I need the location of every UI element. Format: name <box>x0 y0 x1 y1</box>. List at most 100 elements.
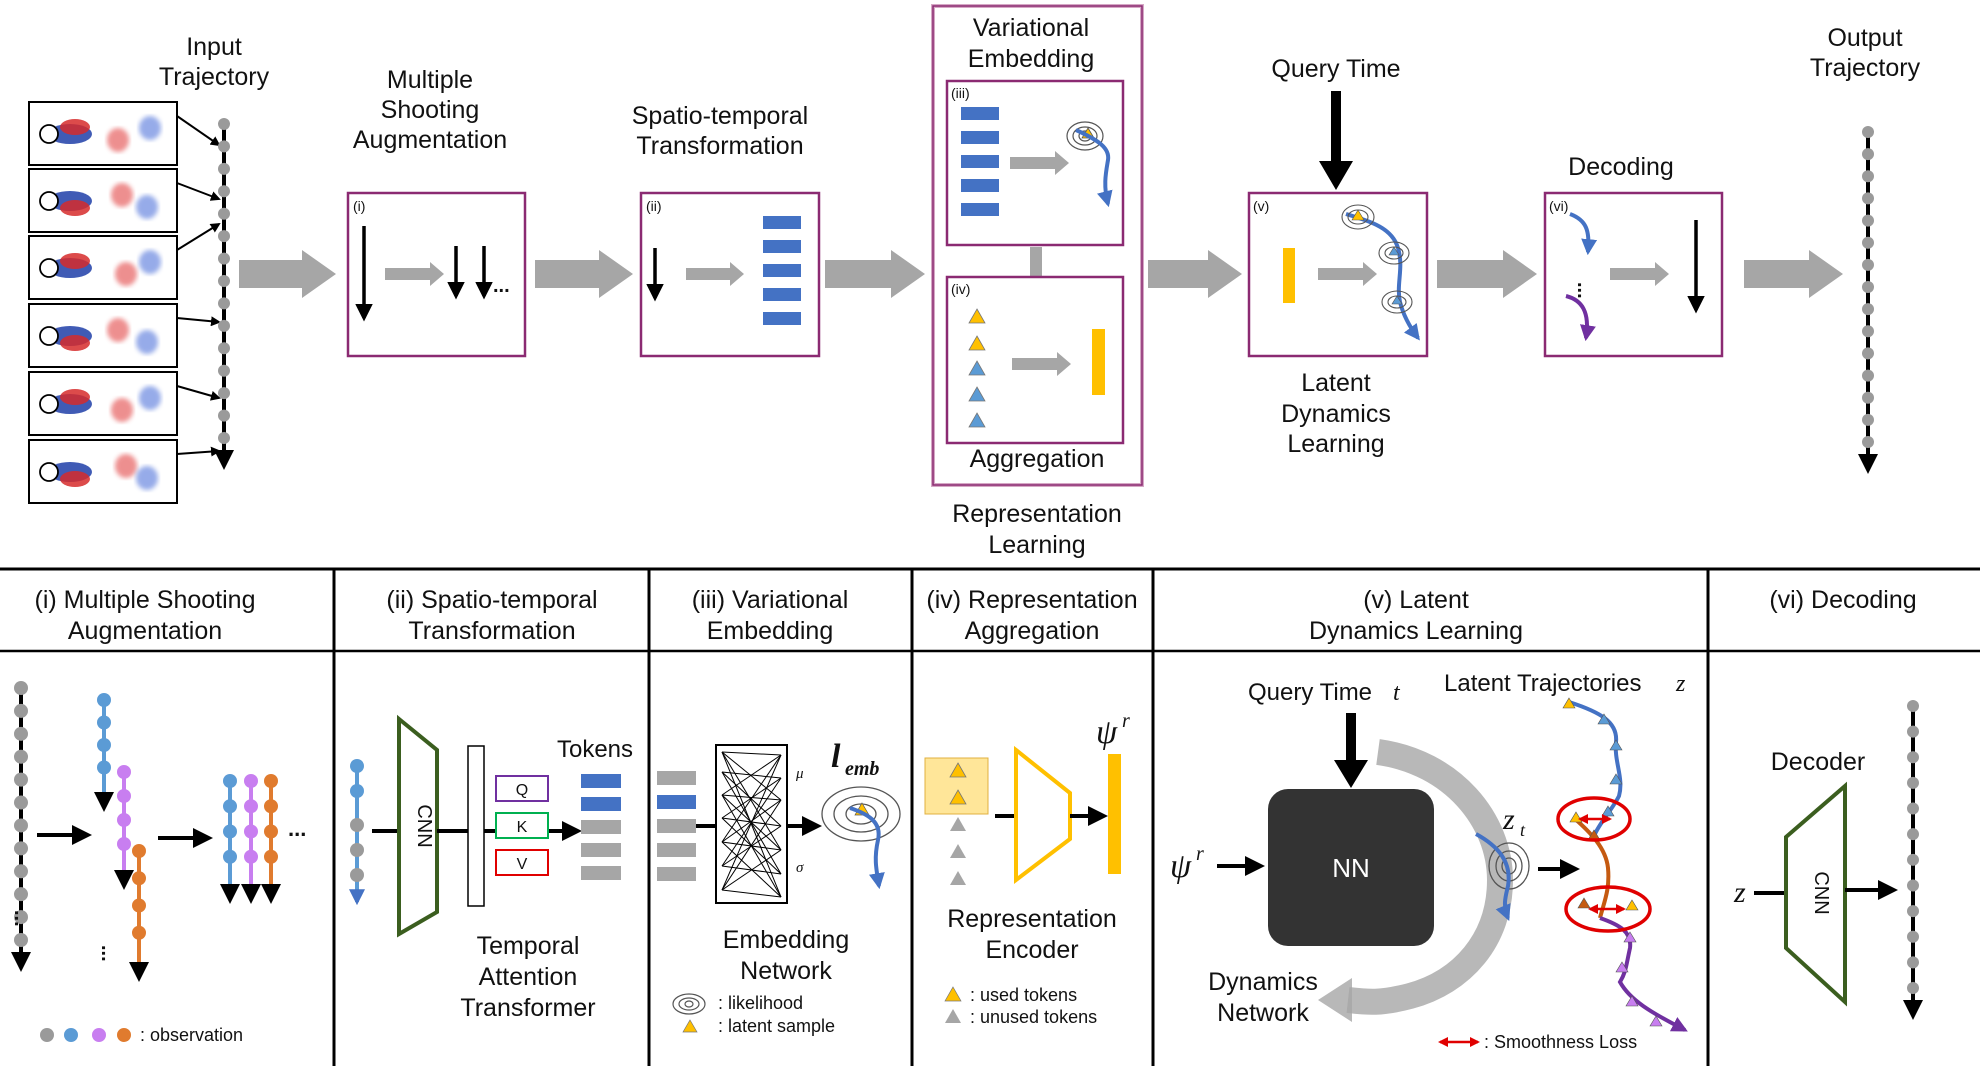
value-box <box>495 849 549 876</box>
input-trajectory-label: Input Trajectory <box>159 33 270 91</box>
input-trajectory-dot <box>218 162 230 175</box>
box-ii-spatiotemporal: (ii) <box>639 191 821 358</box>
key-box <box>495 812 549 839</box>
input-trajectory-dot <box>218 207 230 220</box>
svg-text:Input: Input <box>186 33 242 61</box>
svg-text:(iii): (iii) <box>951 85 970 101</box>
observation-legend: : observation <box>40 1025 243 1045</box>
svg-text:Learning: Learning <box>988 531 1085 559</box>
mesh-edge <box>721 889 782 898</box>
svg-text:: Smoothness Loss: : Smoothness Loss <box>1484 1032 1637 1052</box>
svg-text:μ: μ <box>795 766 804 782</box>
panel-vi-output-dot <box>1907 905 1919 918</box>
svg-text:r: r <box>1122 710 1130 732</box>
panel-vi-output-dot <box>1907 700 1919 712</box>
svg-text:Transformation: Transformation <box>636 132 803 160</box>
svg-text:Q: Q <box>516 782 528 799</box>
mesh-edge <box>721 751 782 756</box>
input-trajectory-dot <box>218 118 230 130</box>
svg-text:Augmentation: Augmentation <box>68 617 222 645</box>
svg-text:...: ... <box>288 816 306 841</box>
flow-snapshot <box>28 303 221 368</box>
panel-i-full-dot <box>14 795 28 810</box>
input-trajectory-dot <box>218 319 230 332</box>
latent-trajectories-label: Latent Trajectories z <box>1444 670 1686 697</box>
panel-i-out-violet-dot <box>244 824 258 839</box>
svg-text:Decoder: Decoder <box>1771 748 1866 776</box>
input-trajectory-dot <box>218 342 230 355</box>
cnn-decoder-shape <box>1784 781 1847 1007</box>
box-v-latent-dynamics: (v) <box>1247 191 1429 358</box>
output-trajectory-dot <box>1862 258 1874 271</box>
mesh-edge <box>721 754 782 891</box>
box-iii-variational-embedding: (iii) <box>945 79 1125 247</box>
panel-i-full-dot <box>14 772 28 787</box>
nn-block <box>1268 789 1434 946</box>
panel-iv-aggregation: ψ r Representation Encoder : used tokens… <box>924 710 1130 1027</box>
panel-i-full-dot <box>14 933 28 947</box>
panel-i-orange-dot <box>132 898 146 913</box>
svg-text:: latent sample: : latent sample <box>718 1016 835 1036</box>
output-trajectory-dot <box>1862 126 1874 138</box>
panel-vi-output-dot <box>1907 828 1919 841</box>
svg-text:Query Time: Query Time <box>1248 679 1372 706</box>
query-time-t-label: Query Time t <box>1248 679 1401 706</box>
panel-ii-input-dot <box>350 868 364 882</box>
svg-text:: likelihood: : likelihood <box>718 993 803 1013</box>
panel-i-out-violet-dot <box>244 799 258 814</box>
mesh-edge <box>721 799 782 843</box>
latent-dynamics-label: Latent Dynamics Learning <box>1281 369 1391 458</box>
output-trajectory-dot <box>1862 303 1874 316</box>
svg-text:Embedding: Embedding <box>968 45 1094 73</box>
stage-flow-arrows <box>239 250 1843 298</box>
box-iv-aggregation: (iv) <box>945 275 1125 445</box>
svg-text:Augmentation: Augmentation <box>353 126 507 154</box>
svg-text:l: l <box>831 738 841 775</box>
box-vi-decoding: (vi) ... <box>1543 191 1724 358</box>
query-box <box>495 775 549 802</box>
decoding-label: Decoding <box>1568 153 1674 181</box>
panel-i-out-blue-dot <box>223 774 237 788</box>
panel-i-blue-dot <box>97 693 111 707</box>
output-trajectory-dot <box>1862 413 1874 426</box>
svg-text:Variational: Variational <box>973 14 1089 42</box>
query-time-label: Query Time <box>1271 55 1401 190</box>
svg-text:z: z <box>1502 803 1515 836</box>
stage-flow-arrow <box>1148 250 1242 298</box>
svg-text:Embedding: Embedding <box>707 617 833 645</box>
panel-i-violet-dot <box>117 765 131 779</box>
svg-text:Trajectory: Trajectory <box>159 63 270 91</box>
svg-text:Embedding: Embedding <box>723 926 849 954</box>
panel-i-orange-dot <box>132 844 146 858</box>
psi-r-input-label: ψ r <box>1170 843 1204 885</box>
panel-iii-variational-embedding: μ σ l emb Embedding Network : likelihood… <box>657 738 901 1036</box>
stage-flow-arrow <box>1744 250 1843 298</box>
panel-ii-input-dot <box>350 818 364 832</box>
panel-i-blue-dot <box>97 715 111 730</box>
panel-vi-output-dot <box>1907 982 1919 994</box>
svg-text:(vi): (vi) <box>1549 198 1568 214</box>
mesh-edge <box>721 754 782 796</box>
mesh-edge <box>721 754 782 843</box>
panel-headers: (i) Multiple Shooting Augmentation (ii) … <box>35 586 1917 645</box>
svg-text:Transformation: Transformation <box>408 617 575 645</box>
svg-text:Spatio-temporal: Spatio-temporal <box>632 102 808 130</box>
zt-label: z t <box>1502 803 1526 840</box>
output-trajectory-dot <box>1862 391 1874 404</box>
input-trajectory-dot <box>218 185 230 198</box>
panel-i-orange-dot <box>132 925 146 940</box>
panel-i-orange-dot <box>132 871 146 886</box>
panel-vi-decoding: Decoder z CNN <box>1733 700 1923 1020</box>
svg-text:(v): (v) <box>1253 198 1269 214</box>
tokens-label: Tokens <box>557 736 633 763</box>
svg-text:(v) Latent: (v) Latent <box>1363 586 1469 614</box>
panel-i-full-dot <box>14 681 28 695</box>
mesh-edge <box>721 825 782 867</box>
input-trajectory-dot <box>218 297 230 310</box>
svg-text:K: K <box>517 819 528 836</box>
svg-text:Attention: Attention <box>479 963 578 991</box>
svg-text:(iv): (iv) <box>951 281 970 297</box>
svg-text:ψ: ψ <box>1170 848 1192 885</box>
svg-text:(vi) Decoding: (vi) Decoding <box>1769 586 1916 614</box>
